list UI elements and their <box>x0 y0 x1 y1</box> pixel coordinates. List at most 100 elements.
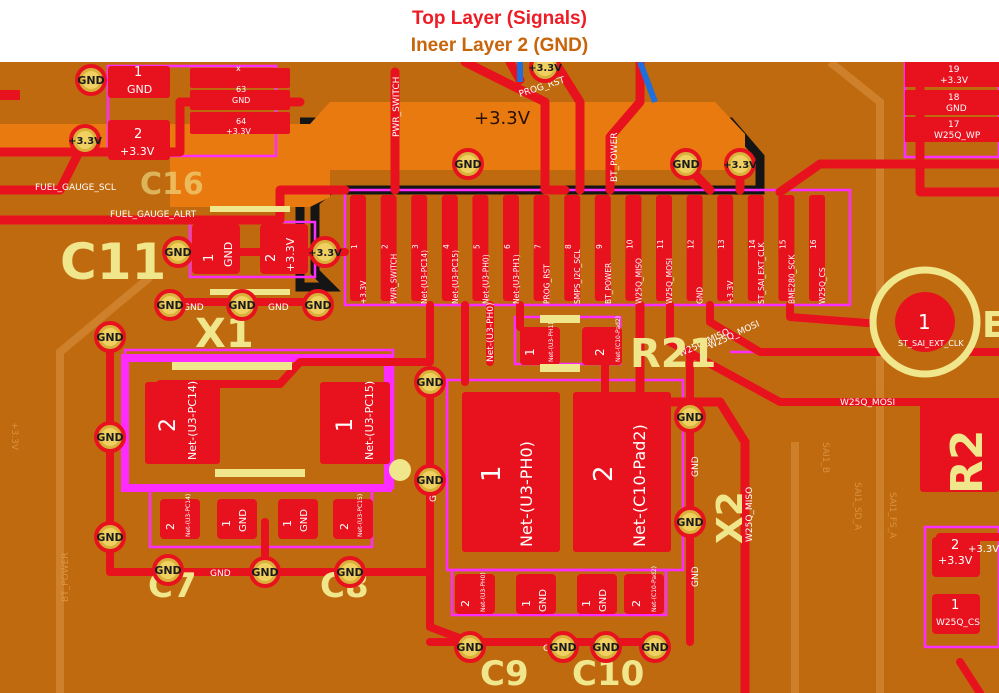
connector-pin-1[interactable] <box>350 195 366 301</box>
connector-pin-label-6: 6Net-(U3-PH1) <box>503 244 521 304</box>
pad-tl2-net: +3.3V <box>120 145 155 158</box>
connector-pin-2[interactable] <box>380 195 397 301</box>
via-gnd-16: GND <box>674 401 706 433</box>
connector-pin-label-13: 13+3.3V <box>717 239 735 304</box>
via-label-21: GND <box>456 641 483 654</box>
connector-pin-15[interactable] <box>778 195 795 301</box>
x1-pad1-net: Net-(U3-PC15) <box>363 381 376 460</box>
via-v33-5: +3.3V <box>723 148 757 180</box>
connector-pin-label-10: 10W25Q_MISO <box>625 239 643 304</box>
c11-pad1-net: GND <box>222 242 235 267</box>
ref-r21: R21 <box>630 331 716 377</box>
via-gnd-6: GND <box>162 236 194 268</box>
rt-pad19-num: 19 <box>948 65 960 75</box>
c7-pad1-num: 1 <box>220 520 233 527</box>
via-gnd-18: GND <box>152 554 184 586</box>
faded-sai-fs: SAI1_FS_A <box>887 492 897 539</box>
via-label-2: GND <box>454 158 481 171</box>
via-gnd-12: GND <box>94 421 126 453</box>
via-gnd-23: GND <box>590 631 622 663</box>
trace-gnd-row2: GND <box>268 303 289 313</box>
connector-pin-8[interactable] <box>564 195 581 301</box>
rb-v33-side: +3.3V <box>968 544 999 555</box>
via-label-9: GND <box>228 299 255 312</box>
pad-tl2-num: 2 <box>134 127 142 142</box>
title-inner-layer: Ineer Layer 2 (GND) <box>410 35 589 56</box>
ref-x2: X2 <box>710 491 751 544</box>
trace-gnd-bottom: GND <box>210 569 231 579</box>
pcb-board[interactable]: BT_POWER +3.3V SAI1_FS_A SAI1_SD_A SAI1_… <box>0 62 999 693</box>
pad-63-num: 63 <box>236 85 246 94</box>
via-label-11: GND <box>96 331 123 344</box>
connector-pin-label-16: 16W25Q_CS <box>809 239 827 304</box>
c9-pad1-num: 1 <box>520 600 533 607</box>
trace-w25q-mosi: W25Q_MOSI <box>840 398 895 408</box>
via-gnd-11: GND <box>94 321 126 353</box>
via-label-4: GND <box>672 158 699 171</box>
via-label-0: GND <box>77 74 104 87</box>
via-label-12: GND <box>96 431 123 444</box>
rt-pad17-num: 17 <box>948 120 959 130</box>
via-label-1: +3.3V <box>68 136 102 147</box>
pad-tl1-net: GND <box>127 83 152 96</box>
connector-pin-12[interactable] <box>686 195 703 301</box>
c11-pad2-num: 2 <box>264 254 279 262</box>
c8-pad1-num: 1 <box>281 520 294 527</box>
connector-pin-11[interactable] <box>656 195 672 301</box>
trace-w25q-miso-r: W25Q_MISO <box>745 487 755 542</box>
x2-pad2-net: Net-(C10-Pad2) <box>630 424 649 547</box>
ref-e: E <box>982 305 999 346</box>
trace-fuel-alrt: FUEL_GAUGE_ALRT <box>110 210 197 220</box>
faded-labels: BT_POWER +3.3V SAI1_FS_A SAI1_SD_A SAI1_… <box>9 422 897 602</box>
connector-pin-6[interactable] <box>503 195 519 301</box>
trace-bt-power: BT_POWER <box>610 132 620 182</box>
rt-pad17-net: W25Q_WP <box>934 131 981 141</box>
c9-pad1-net: GND <box>538 589 549 612</box>
connector-pin-5[interactable] <box>472 195 489 301</box>
r21-pad2-num: 2 <box>593 348 607 356</box>
connector-pin-label-15: 15BME280_SCK <box>778 239 796 304</box>
via-v33-3: +3.3V <box>528 62 562 83</box>
c11-pad1-num: 1 <box>202 254 217 262</box>
pad-63-net: GND <box>232 96 250 105</box>
pad-64-net: +3.3V <box>226 127 251 136</box>
rb-pad1-net: W25Q_CS <box>936 618 980 628</box>
connector-pin-14[interactable] <box>747 195 764 301</box>
connector-pin-3[interactable] <box>411 195 428 301</box>
testpoint[interactable]: 1 ST_SAI_EXT_CLK <box>869 266 981 378</box>
via-gnd-20: GND <box>334 556 366 588</box>
faded-bt-power: BT_POWER <box>61 552 71 602</box>
trace-pwr-switch: PWR_SWITCH <box>392 77 402 137</box>
ref-c16: C16 <box>140 167 204 202</box>
ref-r2: R2 <box>942 430 993 495</box>
rb-pad1-num: 1 <box>951 598 959 613</box>
via-label-24: GND <box>641 641 668 654</box>
r21-pad1-num: 1 <box>523 348 537 356</box>
pad-x-label: x <box>236 64 241 73</box>
via-v33-7: +3.3V <box>308 236 342 268</box>
x2-pad2-num: 2 <box>589 465 619 482</box>
via-label-16: GND <box>676 411 703 424</box>
via-label-17: GND <box>676 516 703 529</box>
faded-v33: +3.3V <box>9 422 19 451</box>
via-label-15: GND <box>416 474 443 487</box>
via-gnd-14: GND <box>414 366 446 398</box>
c8-pad2-num: 2 <box>338 523 351 530</box>
r21-pad1-net: Net-(U3-PH1) <box>548 322 555 362</box>
connector-pin-10[interactable] <box>625 195 642 301</box>
c10-pad1-net: GND <box>598 589 609 612</box>
connector-pin-16[interactable] <box>809 195 825 301</box>
connector-pin-7[interactable] <box>533 195 550 301</box>
via-label-13: GND <box>96 531 123 544</box>
pad-64-num: 64 <box>236 117 246 126</box>
c11-pad2-net: +3.3V <box>284 237 297 272</box>
c9-pad2-net: Net-(U3-PH0) <box>480 572 487 612</box>
trace-ph0: Net-(U3-PH0) <box>486 302 496 362</box>
connector-pin-4[interactable] <box>441 195 458 301</box>
connector-pin-9[interactable] <box>594 195 611 301</box>
connector-pin-13[interactable] <box>717 195 734 301</box>
vias: GND +3.3V GND +3.3V GND +3.3V GND +3.3V GND GND GN… <box>68 62 757 663</box>
via-gnd-9: GND <box>226 289 258 321</box>
pad-labels: 1 GND 2 +3.3V x 63 GND 64 +3.3V 1 GND 2 … <box>120 64 999 628</box>
x2-pad1-num: 1 <box>477 465 507 482</box>
